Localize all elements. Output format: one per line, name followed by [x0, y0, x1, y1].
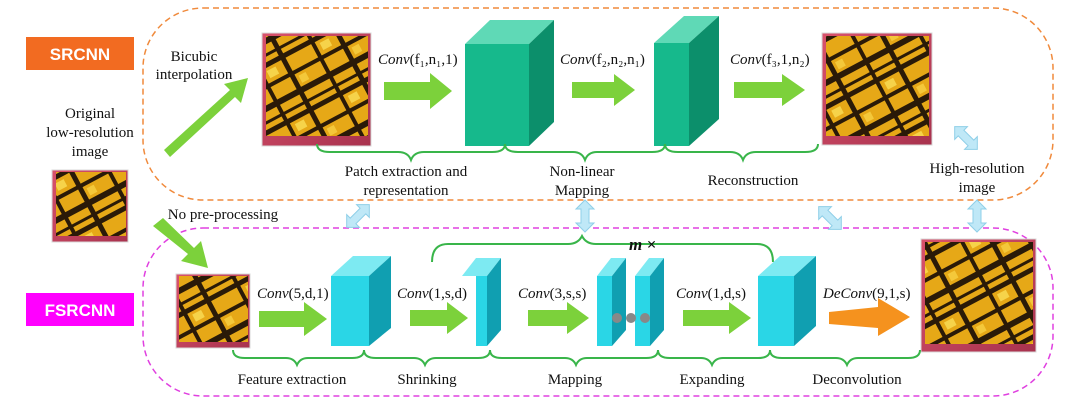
no-preprocessing-arrow: [153, 218, 208, 268]
fsrcnn-brace-stage2: [363, 349, 491, 368]
fsrcnn-conv1-args: (5,d,1): [289, 286, 329, 302]
fsrcnn-mapping-cube-1: [597, 258, 626, 346]
correspondence-arrow-1: [346, 204, 370, 228]
fsrcnn-container: [142, 227, 1054, 397]
fsrcnn-brace-stage3: [489, 349, 659, 368]
fsrcnn-stage2-label: Shrinking: [397, 372, 457, 388]
no-preprocessing-label: No pre-processing: [168, 207, 279, 223]
srcnn-stage2-line2: Mapping: [555, 183, 610, 199]
fsrcnn-badge: FSRCNN: [26, 293, 134, 326]
srcnn-conv2-args: (f₂,n₂,n₁): [592, 52, 645, 68]
fsrcnn-conv2-name: Conv: [397, 286, 429, 302]
fsrcnn-conv2-label: Conv(1,s,d): [397, 286, 467, 302]
srcnn-container: [142, 7, 1054, 201]
srcnn-conv3-label: Conv(f₃,1,n₂): [730, 52, 810, 68]
srcnn-conv2-name: Conv: [560, 52, 592, 68]
srcnn-stage1-line2: representation: [364, 183, 449, 199]
fsrcnn-conv4-label: Conv(1,d,s): [676, 286, 746, 302]
srcnn-conv1-args: (f₁,n₁,1): [410, 52, 458, 68]
srcnn-layer1-cube: [465, 20, 554, 146]
bicubic-label-line2: interpolation: [156, 67, 233, 83]
srcnn-brace-stage2: [504, 143, 666, 163]
high-res-label-line1: High-resolution: [930, 161, 1025, 177]
fsrcnn-conv4-args: (1,d,s): [708, 286, 746, 302]
fsrcnn-stage3-label: Mapping: [548, 372, 603, 388]
fsrcnn-arrow-2: [410, 302, 468, 334]
correspondence-arrow-2: [574, 199, 596, 233]
fsrcnn-mapping-cube-2: [635, 258, 664, 346]
original-lr-image: [51, 169, 129, 243]
srcnn-stage1-line1: Patch extraction and: [345, 164, 468, 180]
fsrcnn-arrow-3: [528, 302, 589, 334]
fsrcnn-deconv-args: (9,1,s): [872, 286, 910, 302]
srcnn-stage2-line1: Non-linear: [550, 164, 615, 180]
correspondence-arrow-4: [954, 126, 978, 150]
mapping-repeat-label: m ×: [629, 235, 656, 254]
srcnn-conv3-name: Conv: [730, 52, 762, 68]
fsrcnn-conv1-name: Conv: [257, 286, 289, 302]
mapping-repeat-bracket: [431, 233, 774, 263]
bicubic-arrow: [164, 78, 248, 157]
fsrcnn-expanding-cube: [758, 256, 816, 346]
mapping-ellipsis: [612, 313, 650, 323]
original-label-line3: image: [72, 144, 109, 160]
srcnn-stage3-label: Reconstruction: [708, 173, 799, 189]
srcnn-conv3-args: (f₃,1,n₂): [762, 52, 810, 68]
original-label-line2: low-resolution: [46, 125, 134, 141]
fsrcnn-shrinking-cube: [462, 258, 501, 346]
fsrcnn-conv3-args: (3,s,s): [550, 286, 587, 302]
fsrcnn-feature-cube: [331, 256, 391, 346]
srcnn-bicubic-image: [261, 32, 372, 147]
fsrcnn-conv1-label: Conv(5,d,1): [257, 286, 329, 302]
srcnn-badge: SRCNN: [26, 37, 134, 70]
fsrcnn-arrow-4: [683, 302, 751, 334]
fsrcnn-badge-label: FSRCNN: [45, 301, 116, 320]
fsrcnn-stage4-label: Expanding: [680, 372, 745, 388]
high-res-label-line2: image: [959, 180, 996, 196]
fsrcnn-conv2-args: (1,s,d): [429, 286, 467, 302]
correspondence-arrow-5: [966, 199, 988, 233]
fsrcnn-deconv-name: DeConv: [822, 286, 872, 302]
srcnn-arrow-2: [572, 74, 635, 106]
fsrcnn-brace-stage5: [769, 349, 921, 368]
fsrcnn-input-image: [175, 273, 251, 349]
srcnn-arrow-1: [384, 73, 452, 109]
srcnn-conv1-label: Conv(f₁,n₁,1): [378, 52, 458, 68]
fsrcnn-conv3-name: Conv: [518, 286, 550, 302]
bicubic-label-line1: Bicubic: [171, 49, 218, 65]
fsrcnn-deconv-label: DeConv(9,1,s): [822, 286, 910, 302]
fsrcnn-output-image: [920, 238, 1037, 353]
srcnn-conv1-name: Conv: [378, 52, 410, 68]
srcnn-brace-stage3: [664, 143, 819, 163]
fsrcnn-stage5-label: Deconvolution: [812, 372, 902, 388]
original-label-line1: Original: [65, 106, 115, 122]
srcnn-layer2-cube: [654, 16, 719, 146]
srcnn-badge-label: SRCNN: [50, 45, 110, 64]
srcnn-output-image: [821, 32, 933, 146]
srcnn-brace-stage1: [316, 143, 506, 163]
fsrcnn-brace-stage4: [657, 349, 771, 368]
srcnn-conv2-label: Conv(f₂,n₂,n₁): [560, 52, 645, 68]
correspondence-arrow-3: [818, 206, 842, 230]
fsrcnn-arrow-1: [259, 302, 327, 336]
srcnn-arrow-3: [734, 74, 805, 106]
fsrcnn-conv3-label: Conv(3,s,s): [518, 286, 586, 302]
fsrcnn-deconv-arrow: [829, 298, 910, 336]
fsrcnn-conv4-name: Conv: [676, 286, 708, 302]
fsrcnn-stage1-label: Feature extraction: [238, 372, 347, 388]
fsrcnn-brace-stage1: [232, 349, 365, 368]
